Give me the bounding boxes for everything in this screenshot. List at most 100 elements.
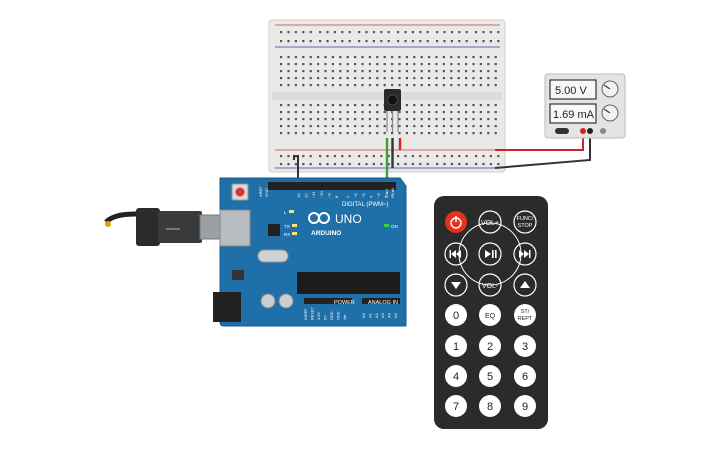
remote-button-0[interactable]: 0 bbox=[445, 304, 467, 326]
remote-nav-ring bbox=[458, 222, 522, 286]
remote-button-4[interactable]: 4 bbox=[445, 365, 467, 387]
analog-pin-label: A0 bbox=[361, 312, 366, 318]
top-terminal-holes bbox=[280, 56, 497, 87]
black-gnd-to-arduino-wire bbox=[293, 155, 299, 185]
remote-st-rept-button[interactable]: ST/ REPT bbox=[514, 304, 536, 326]
rx-led-label: RX bbox=[284, 232, 290, 237]
on-led-label: ON bbox=[391, 224, 398, 229]
power-label: POWER bbox=[334, 300, 355, 306]
remote-button-1[interactable]: 1 bbox=[445, 335, 467, 357]
l-led bbox=[289, 210, 294, 213]
vol-down-label: VOL- bbox=[482, 283, 499, 290]
power-pin-label: 5V bbox=[324, 315, 328, 320]
digital-pin-label: 4 bbox=[368, 195, 373, 198]
digital-pin-label: 2 bbox=[384, 195, 389, 198]
gnd-label: GND bbox=[264, 188, 269, 197]
power-jack bbox=[213, 292, 241, 322]
analog-pin-label: A5 bbox=[393, 312, 398, 318]
remote-button-5[interactable]: 5 bbox=[479, 365, 501, 387]
negative-terminal[interactable] bbox=[587, 128, 593, 134]
remote-button-9[interactable]: 9 bbox=[514, 395, 536, 417]
digital-label: DIGITAL (PWM~) bbox=[342, 202, 389, 208]
ir-receiver-sensor[interactable] bbox=[384, 89, 401, 132]
remote-func-stop-button[interactable]: FUNC/ STOP bbox=[513, 210, 537, 234]
black-supply-wire bbox=[494, 130, 591, 169]
ir-remote[interactable]: VOL+ FUNC/ STOP VOL- bbox=[434, 196, 548, 429]
digit-label: 3 bbox=[522, 341, 528, 353]
remote-fast-forward-button[interactable] bbox=[513, 242, 537, 266]
rx-pin-label: RX◂0 bbox=[390, 187, 395, 198]
voltage-readout: 5.00 V bbox=[555, 85, 587, 97]
digit-label: 0 bbox=[453, 310, 459, 322]
usb-cable[interactable]: ▬▬ bbox=[104, 208, 225, 246]
usb-port bbox=[219, 209, 251, 247]
rept-label: REPT bbox=[518, 316, 533, 322]
digit-label: 8 bbox=[487, 401, 493, 413]
power-pin-label: RESET bbox=[311, 307, 315, 320]
aref-label: AREF bbox=[258, 186, 263, 197]
voltage-display bbox=[549, 79, 597, 100]
remote-button-3[interactable]: 3 bbox=[514, 335, 536, 357]
capacitor-1 bbox=[260, 293, 276, 309]
crystal-oscillator bbox=[257, 249, 289, 263]
on-led bbox=[384, 224, 389, 227]
current-readout: 1.69 mA bbox=[553, 109, 595, 121]
digital-pin-label: 8 bbox=[334, 195, 339, 198]
remote-button-8[interactable]: 8 bbox=[479, 395, 501, 417]
current-knob[interactable] bbox=[601, 104, 619, 122]
top-rail-holes bbox=[280, 31, 500, 43]
digital-pin-label: ~5 bbox=[361, 193, 366, 198]
ground-terminal[interactable] bbox=[600, 128, 606, 134]
power-supply[interactable]: 5.00 V 1.69 mA bbox=[544, 73, 626, 139]
positive-terminal[interactable] bbox=[580, 128, 586, 134]
remote-down-button[interactable] bbox=[444, 273, 468, 297]
analog-pin-label: A3 bbox=[380, 312, 385, 318]
supply-power-switch[interactable] bbox=[555, 128, 569, 134]
digit-label: 1 bbox=[453, 341, 459, 353]
bottom-terminal-holes bbox=[280, 104, 497, 135]
remote-button-6[interactable]: 6 bbox=[514, 365, 536, 387]
digital-pin-label: ~9 bbox=[326, 193, 331, 198]
digital-pin-label: ~3 bbox=[376, 193, 381, 198]
model-label: UNO bbox=[335, 212, 362, 226]
digit-label: 4 bbox=[453, 371, 459, 383]
remote-power-button[interactable] bbox=[445, 211, 467, 233]
digital-pin-label: ~6 bbox=[353, 193, 358, 198]
remote-button-7[interactable]: 7 bbox=[445, 395, 467, 417]
digital-pin-label: 7 bbox=[346, 195, 351, 198]
digital-header bbox=[268, 182, 396, 190]
remote-rewind-button[interactable] bbox=[444, 242, 468, 266]
tx-led bbox=[292, 224, 297, 227]
tx-pin-label: TX▸1 bbox=[384, 188, 389, 198]
bottom-rail-holes bbox=[280, 155, 500, 166]
remote-play-pause-button[interactable] bbox=[478, 242, 502, 266]
voltage-knob[interactable] bbox=[601, 80, 619, 98]
analog-pin-label: A4 bbox=[387, 312, 392, 318]
voltage-regulator bbox=[232, 270, 244, 280]
eq-label: EQ bbox=[485, 313, 496, 320]
reset-button[interactable] bbox=[231, 183, 249, 201]
digital-pin-label: 12 bbox=[304, 193, 309, 198]
st-label: ST/ bbox=[521, 309, 530, 315]
arduino-logo: ARDUINO bbox=[308, 212, 341, 237]
remote-button-2[interactable]: 2 bbox=[479, 335, 501, 357]
power-pin-label: 3.3V bbox=[317, 312, 321, 320]
remote-up-button[interactable] bbox=[513, 273, 537, 297]
wires[interactable] bbox=[293, 130, 591, 185]
remote-digit-buttons: 1 2 3 4 5 6 7 8 9 bbox=[445, 335, 536, 417]
analog-header bbox=[362, 298, 400, 304]
digital-pin-label: ~11 bbox=[311, 191, 316, 198]
power-pin-label: GND bbox=[330, 311, 334, 320]
power-header bbox=[304, 298, 352, 304]
remote-eq-button[interactable]: EQ bbox=[479, 304, 501, 326]
remote-vol-up-button[interactable]: VOL+ bbox=[478, 210, 502, 234]
rx-led bbox=[292, 232, 297, 235]
digit-label: 5 bbox=[487, 371, 493, 383]
digit-label: 2 bbox=[487, 341, 493, 353]
power-pin-label: IOREF bbox=[304, 308, 308, 320]
digital-pin-label: 13 bbox=[296, 193, 301, 198]
